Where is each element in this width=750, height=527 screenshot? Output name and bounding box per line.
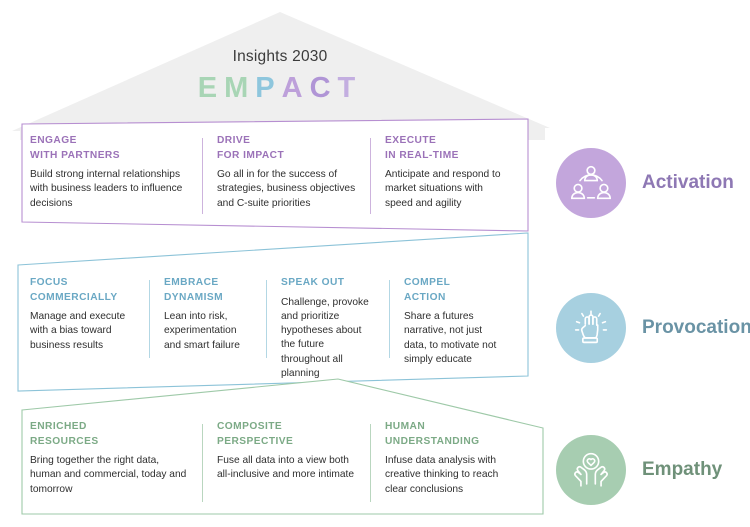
column-body: Fuse all data into a view both all-inclu… [217, 455, 355, 481]
panel-activation-column-2: DRIVE FOR IMPACT Go all in for the succe… [202, 134, 370, 224]
legend-item-provocation[interactable]: Provocation [556, 293, 750, 363]
roof-shape [12, 12, 550, 140]
panel-empathy-column-2: COMPOSITE PERSPECTIVE Fuse all data into… [202, 420, 370, 512]
column-body: Build strong internal relationships with… [30, 169, 183, 209]
legend-label: Provocation [642, 317, 750, 338]
column-heading: SPEAK OUT [281, 277, 345, 288]
column-heading: ENRICHED RESOURCES [30, 421, 99, 447]
column-body: Infuse data analysis with creative think… [385, 455, 499, 495]
panel-provocation-column-2: EMBRACE DYNAMISM Lean into risk, experim… [149, 276, 266, 368]
people-network-icon [556, 148, 626, 218]
panel-provocation-column-4: COMPEL ACTION Share a futures narrative,… [389, 276, 516, 368]
column-body: Go all in for the success of strategies,… [217, 169, 356, 209]
panel-activation-column-3: EXECUTE IN REAL-TIME Anticipate and resp… [370, 134, 516, 224]
panel-activation: ENGAGE WITH PARTNERS Build strong intern… [30, 134, 516, 224]
column-heading: FOCUS COMMERCIALLY [30, 277, 118, 303]
column-divider [370, 138, 371, 214]
legend-label: Empathy [642, 459, 723, 480]
column-divider [266, 280, 267, 358]
panel-empathy: ENRICHED RESOURCES Bring together the ri… [30, 420, 530, 512]
column-divider [389, 280, 390, 358]
wordmark-letter: P [255, 72, 282, 104]
column-body: Challenge, provoke and prioritize hypoth… [281, 296, 369, 379]
panel-provocation: FOCUS COMMERCIALLY Manage and execute wi… [30, 276, 516, 379]
wordmark-letter: A [281, 72, 310, 104]
column-divider [202, 424, 203, 502]
legend-item-empathy[interactable]: Empathy [556, 435, 722, 505]
column-body: Manage and execute with a bias toward bu… [30, 311, 126, 351]
legend-label: Activation [642, 172, 734, 193]
panel-empathy-column-3: HUMAN UNDERSTANDING Infuse data analysis… [370, 420, 530, 512]
column-heading: EMBRACE DYNAMISM [164, 277, 224, 303]
empact-wordmark: EMPACT [0, 72, 560, 105]
panel-provocation-column-3: SPEAK OUT Challenge, provoke and priorit… [266, 276, 389, 379]
panel-provocation-column-1: FOCUS COMMERCIALLY Manage and execute wi… [30, 276, 149, 368]
legend-item-activation[interactable]: Activation [556, 148, 734, 218]
hands-heart-icon [556, 435, 626, 505]
column-heading: COMPOSITE PERSPECTIVE [217, 421, 294, 447]
column-body: Share a futures narrative, not just data… [404, 311, 497, 365]
column-heading: ENGAGE WITH PARTNERS [30, 135, 120, 161]
raised-fist-icon [556, 293, 626, 363]
panel-empathy-column-1: ENRICHED RESOURCES Bring together the ri… [30, 420, 202, 512]
column-body: Bring together the right data, human and… [30, 455, 187, 495]
wordmark-letter: C [309, 72, 338, 104]
panel-activation-column-1: ENGAGE WITH PARTNERS Build strong intern… [30, 134, 202, 224]
column-heading: COMPEL ACTION [404, 277, 451, 303]
column-body: Anticipate and respond to market situati… [385, 169, 501, 209]
column-divider [202, 138, 203, 214]
column-divider [370, 424, 371, 502]
column-divider [149, 280, 150, 358]
column-heading: DRIVE FOR IMPACT [217, 135, 285, 161]
wordmark-letter: E [197, 72, 225, 104]
page-title: Insights 2030 [232, 48, 328, 65]
wordmark-letter: T [337, 72, 363, 104]
column-heading: HUMAN UNDERSTANDING [385, 421, 480, 447]
column-heading: EXECUTE IN REAL-TIME [385, 135, 459, 161]
column-body: Lean into risk, experimentation and smar… [164, 311, 240, 351]
wordmark-letter: M [224, 72, 256, 104]
